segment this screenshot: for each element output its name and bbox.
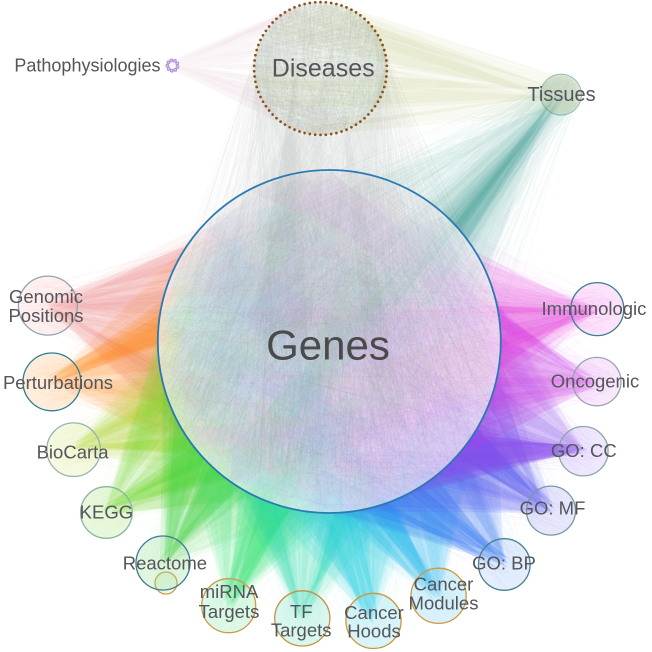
svg-text:Positions: Positions xyxy=(8,305,83,326)
svg-text:Cancer: Cancer xyxy=(414,573,474,594)
svg-text:GO: CC: GO: CC xyxy=(551,440,617,461)
svg-text:Targets: Targets xyxy=(199,601,260,622)
svg-text:Targets: Targets xyxy=(271,620,332,641)
svg-text:KEGG: KEGG xyxy=(80,502,133,523)
svg-text:Genomic: Genomic xyxy=(9,286,83,307)
svg-text:TF: TF xyxy=(290,601,313,622)
svg-text:Hoods: Hoods xyxy=(347,621,400,642)
svg-text:GO: MF: GO: MF xyxy=(520,497,586,518)
svg-text:Pathophysiologies: Pathophysiologies xyxy=(14,55,160,75)
svg-text:BioCarta: BioCarta xyxy=(37,441,110,462)
svg-text:Genes: Genes xyxy=(266,322,390,369)
svg-text:GO: BP: GO: BP xyxy=(472,552,536,573)
svg-text:Cancer: Cancer xyxy=(344,602,404,623)
svg-text:Oncogenic: Oncogenic xyxy=(551,370,639,391)
svg-text:Reactome: Reactome xyxy=(123,553,207,574)
svg-text:Immunologic: Immunologic xyxy=(542,298,647,319)
svg-text:miRNA: miRNA xyxy=(200,581,259,602)
svg-text:Perturbations: Perturbations xyxy=(3,372,113,393)
svg-text:Tissues: Tissues xyxy=(527,84,595,106)
svg-text:Diseases: Diseases xyxy=(272,54,375,82)
svg-text:Modules: Modules xyxy=(409,592,479,613)
